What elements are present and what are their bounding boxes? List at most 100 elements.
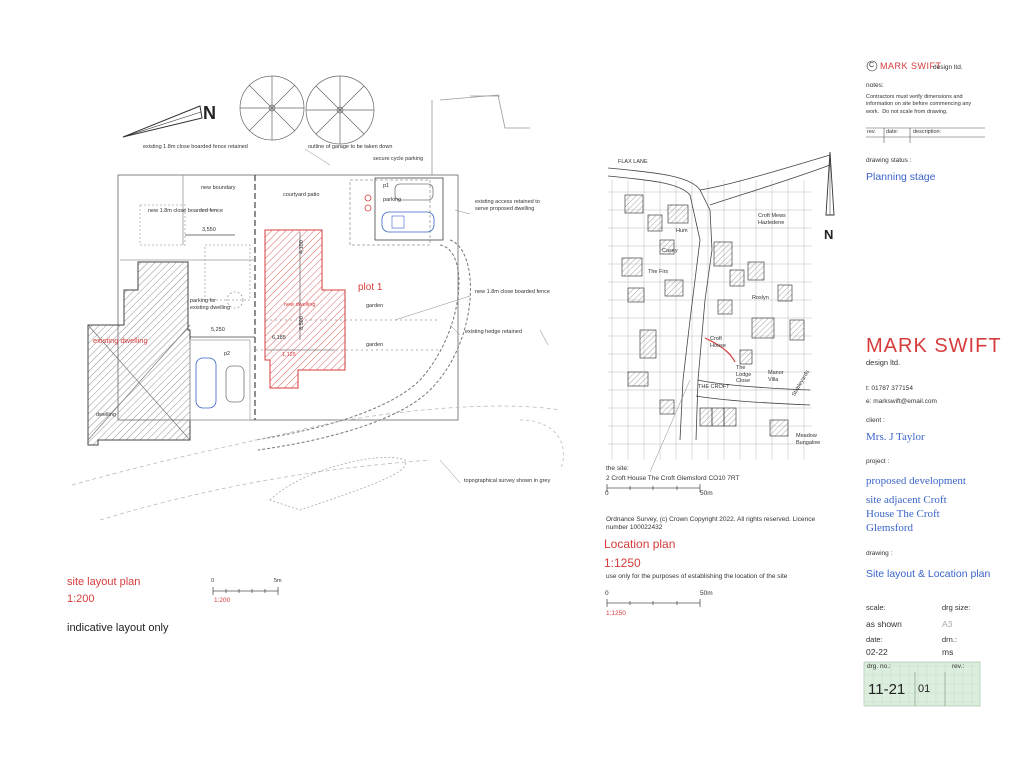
location-scale-bar-bottom — [606, 599, 701, 607]
label-cycle-parking: secure cycle parking — [373, 156, 424, 162]
dim-6185: 6,185 — [272, 335, 286, 341]
loc-label-croft-house: Croft House — [710, 336, 726, 350]
loc-label-flax-lane: FLAX LANE — [618, 159, 648, 165]
label-garage-outline: outline of garage to be taken down — [308, 144, 393, 150]
tree-icon — [239, 75, 375, 145]
loc-label-lodge-close: The Lodge Close — [736, 365, 752, 385]
site-north-arrow-icon — [122, 105, 203, 138]
rev-date-header: date: — [886, 129, 899, 135]
label-topo-survey: topographical survey shown in grey — [464, 478, 551, 484]
building — [639, 329, 657, 359]
firm-suffix-small: design ltd. — [933, 64, 963, 71]
dim-3550: 3,550 — [202, 227, 216, 233]
drawing-status: Planning stage — [866, 171, 936, 183]
label-dwelling: dwelling — [96, 412, 116, 418]
dim-red: 1,125 — [282, 352, 296, 358]
building — [713, 241, 733, 267]
notes-label: notes: — [866, 82, 884, 89]
drg-size-value: A3 — [942, 619, 953, 629]
dim-vertical-2: 8,500 — [299, 316, 305, 330]
new-dwelling-footprint — [264, 229, 346, 389]
label-parking: parking — [383, 197, 402, 203]
label-p2: p2 — [224, 351, 231, 357]
project-label: project : — [866, 458, 890, 465]
existing-dwelling-footprint — [87, 261, 191, 446]
building — [729, 269, 745, 287]
building — [627, 287, 645, 303]
building — [667, 204, 689, 224]
building — [664, 279, 684, 297]
client-name: Mrs. J Taylor — [866, 431, 925, 443]
label-hedge-retained: existing hedge retained — [465, 329, 522, 335]
car-icon — [394, 183, 434, 201]
building — [624, 194, 644, 214]
drn-label: drn.: — [942, 635, 958, 644]
label-new-fence-right: new 1.8m close boarded fence — [475, 289, 550, 295]
loc-scale-top-zero: 0 — [605, 490, 609, 497]
rev-header: rev. — [867, 129, 876, 135]
location-north-letter: N — [824, 227, 834, 242]
label-new-fence-left: new 1.8m close boarded fence — [148, 208, 223, 214]
car-icon — [381, 211, 435, 233]
site-boundary-marker — [704, 337, 736, 363]
site-scale-ratio: 1:200 — [214, 597, 231, 604]
building — [717, 299, 733, 315]
drawing-label: drawing : — [866, 550, 893, 557]
loc-label-the-firs: The Firs — [648, 269, 669, 275]
rev-description-header: description: — [913, 129, 942, 135]
loc-scale-bottom-zero: 0 — [605, 590, 609, 597]
loc-copyright: Ordnance Survey, (c) Crown Copyright 202… — [606, 516, 816, 532]
client-label: client : — [866, 417, 885, 424]
building — [621, 257, 643, 277]
label-existing-dwelling: existing dwelling — [93, 336, 148, 345]
date-label: date: — [866, 635, 883, 644]
drn-value: ms — [942, 647, 954, 657]
rev-value: 01 — [918, 683, 931, 695]
building — [699, 407, 713, 427]
site-scale-max: 5m — [274, 578, 282, 584]
loc-scale-bottom-ratio: 1:1250 — [606, 610, 626, 617]
date-value: 02-22 — [866, 647, 888, 657]
loc-site-address: 2 Croft House The Croft Glemsford CO10 7… — [606, 475, 740, 482]
loc-label-the-croft: THE CROFT — [698, 384, 730, 390]
loc-scale-bottom-max: 50m — [700, 590, 713, 597]
site-scale-zero: 0 — [211, 578, 215, 584]
tel: t: 01787 377154 — [866, 385, 913, 392]
car-icon — [195, 357, 217, 409]
hedge-retained — [254, 244, 460, 441]
building — [723, 407, 737, 427]
building — [739, 349, 753, 365]
location-scale-bar-top — [606, 484, 701, 492]
loc-use-note: use only for the purposes of establishin… — [606, 573, 788, 580]
building — [711, 407, 725, 427]
drawing-title: Site layout & Location plan — [866, 568, 991, 580]
site-scale-bar — [212, 587, 279, 595]
label-p1: p1 — [383, 183, 390, 189]
loc-label-roslyn: Roslyn — [752, 295, 769, 301]
loc-scale-top-max: 50m — [700, 490, 713, 497]
label-plot-1: plot 1 — [358, 282, 383, 293]
notes-text: Contractors must verify dimensions and i… — [866, 94, 972, 115]
label-access-retained: existing access retained to serve propos… — [475, 199, 540, 213]
location-plan — [606, 151, 835, 607]
building — [647, 214, 663, 232]
scale-value: as shown — [866, 619, 902, 629]
building — [747, 261, 765, 281]
label-new-boundary: new boundary — [201, 185, 236, 191]
firm-name-large: MARK SWIFT — [866, 335, 1002, 357]
loc-label-hum: Hum — [676, 228, 688, 234]
building — [659, 239, 675, 255]
dim-vertical-1: 4,100 — [299, 240, 305, 254]
label-parking-existing: parking for existing dwelling — [190, 298, 231, 312]
label-courtyard-patio: courtyard patio — [283, 192, 320, 198]
label-new-dwelling: new dwelling — [284, 302, 316, 308]
copyright-icon — [866, 60, 878, 72]
label-garden-1: garden — [366, 303, 384, 309]
drg-size-label: drg size: — [942, 603, 971, 612]
loc-label-croft-mews: Croft Mews Hazledene — [758, 213, 786, 227]
rev-label: rev.: — [952, 663, 965, 670]
building — [777, 284, 793, 302]
building — [789, 319, 805, 341]
location-plan-title: Location plan — [604, 537, 676, 551]
